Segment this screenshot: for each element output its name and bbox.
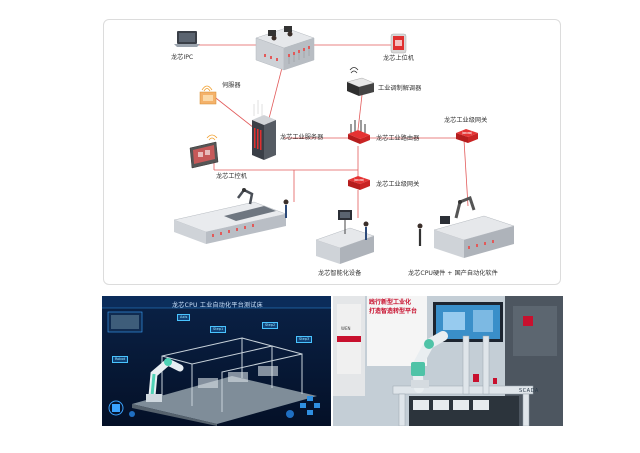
hmi-tag-5: Robot <box>112 356 129 363</box>
lab-scene <box>333 296 563 426</box>
robot-cell-icon <box>417 196 515 258</box>
label-modem: 工业调制解调器 <box>378 85 422 92</box>
sign-line-1: 践行新型工业化 <box>369 299 412 306</box>
modem-icon <box>346 67 375 96</box>
network-diagram-canvas <box>173 26 515 264</box>
connection-lines <box>191 44 469 218</box>
label-control-pc: 龙芯工控机 <box>216 173 247 180</box>
production-line-icon <box>173 188 289 244</box>
sign-line-2: 打造智造转型平台 <box>369 308 418 315</box>
gateway-icon <box>456 129 478 143</box>
sign-sub: WEN <box>341 326 351 331</box>
gateway-mid-icon <box>348 176 370 190</box>
label-gateway-top: 龙芯工业级网关 <box>444 117 488 124</box>
hmi-tag-2: Step1 <box>210 326 227 333</box>
label-industrial-server: 龙芯工业服务器 <box>280 134 324 141</box>
hmi-tag-4: Step3 <box>296 336 313 343</box>
servo-icon <box>199 85 217 105</box>
label-server: 伺服器 <box>222 82 241 89</box>
link-servo-server <box>211 94 255 129</box>
link-gateway-software <box>463 139 469 207</box>
hmi-title: 龙芯CPU 工业自动化平台测试床 <box>172 302 263 309</box>
label-loongson-ipc: 龙芯IPC <box>171 54 194 61</box>
tablet-icon <box>390 33 407 54</box>
label-router: 龙芯工业路由器 <box>376 135 420 142</box>
server-tower-icon <box>252 100 276 160</box>
hmi-tag-3: Step2 <box>262 322 279 329</box>
smart-machine-icon <box>315 210 375 264</box>
label-smart-device: 龙芯智能化设备 <box>318 270 362 277</box>
lab-photo: 践行新型工业化 打造智造转型平台 WEN SCADA <box>333 296 563 426</box>
workstation-cluster-icon <box>255 26 315 71</box>
hmi-tag-1: Axis <box>177 314 191 321</box>
label-gateway-mid: 龙芯工业级网关 <box>376 181 420 188</box>
industrial-pc-icon <box>189 134 219 169</box>
hmi-render-photo: 龙芯CPU 工业自动化平台测试床 Axis Step1 Step2 Step3 … <box>102 296 331 426</box>
hmi-scene <box>102 296 331 426</box>
router-icon <box>348 120 370 144</box>
network-diagram-panel: 龙芯IPC 龙芯上位机 伺服器 工业调制解调器 龙芯工业服务器 龙芯工业路由器 … <box>103 19 561 285</box>
label-loongson-host: 龙芯上位机 <box>383 55 414 62</box>
label-cpu-software: 龙芯CPU硬件 + 国产自动化软件 <box>408 270 498 277</box>
scada-label: SCADA <box>519 388 539 394</box>
link-modem-router <box>357 94 363 131</box>
laptop-icon <box>174 31 200 47</box>
